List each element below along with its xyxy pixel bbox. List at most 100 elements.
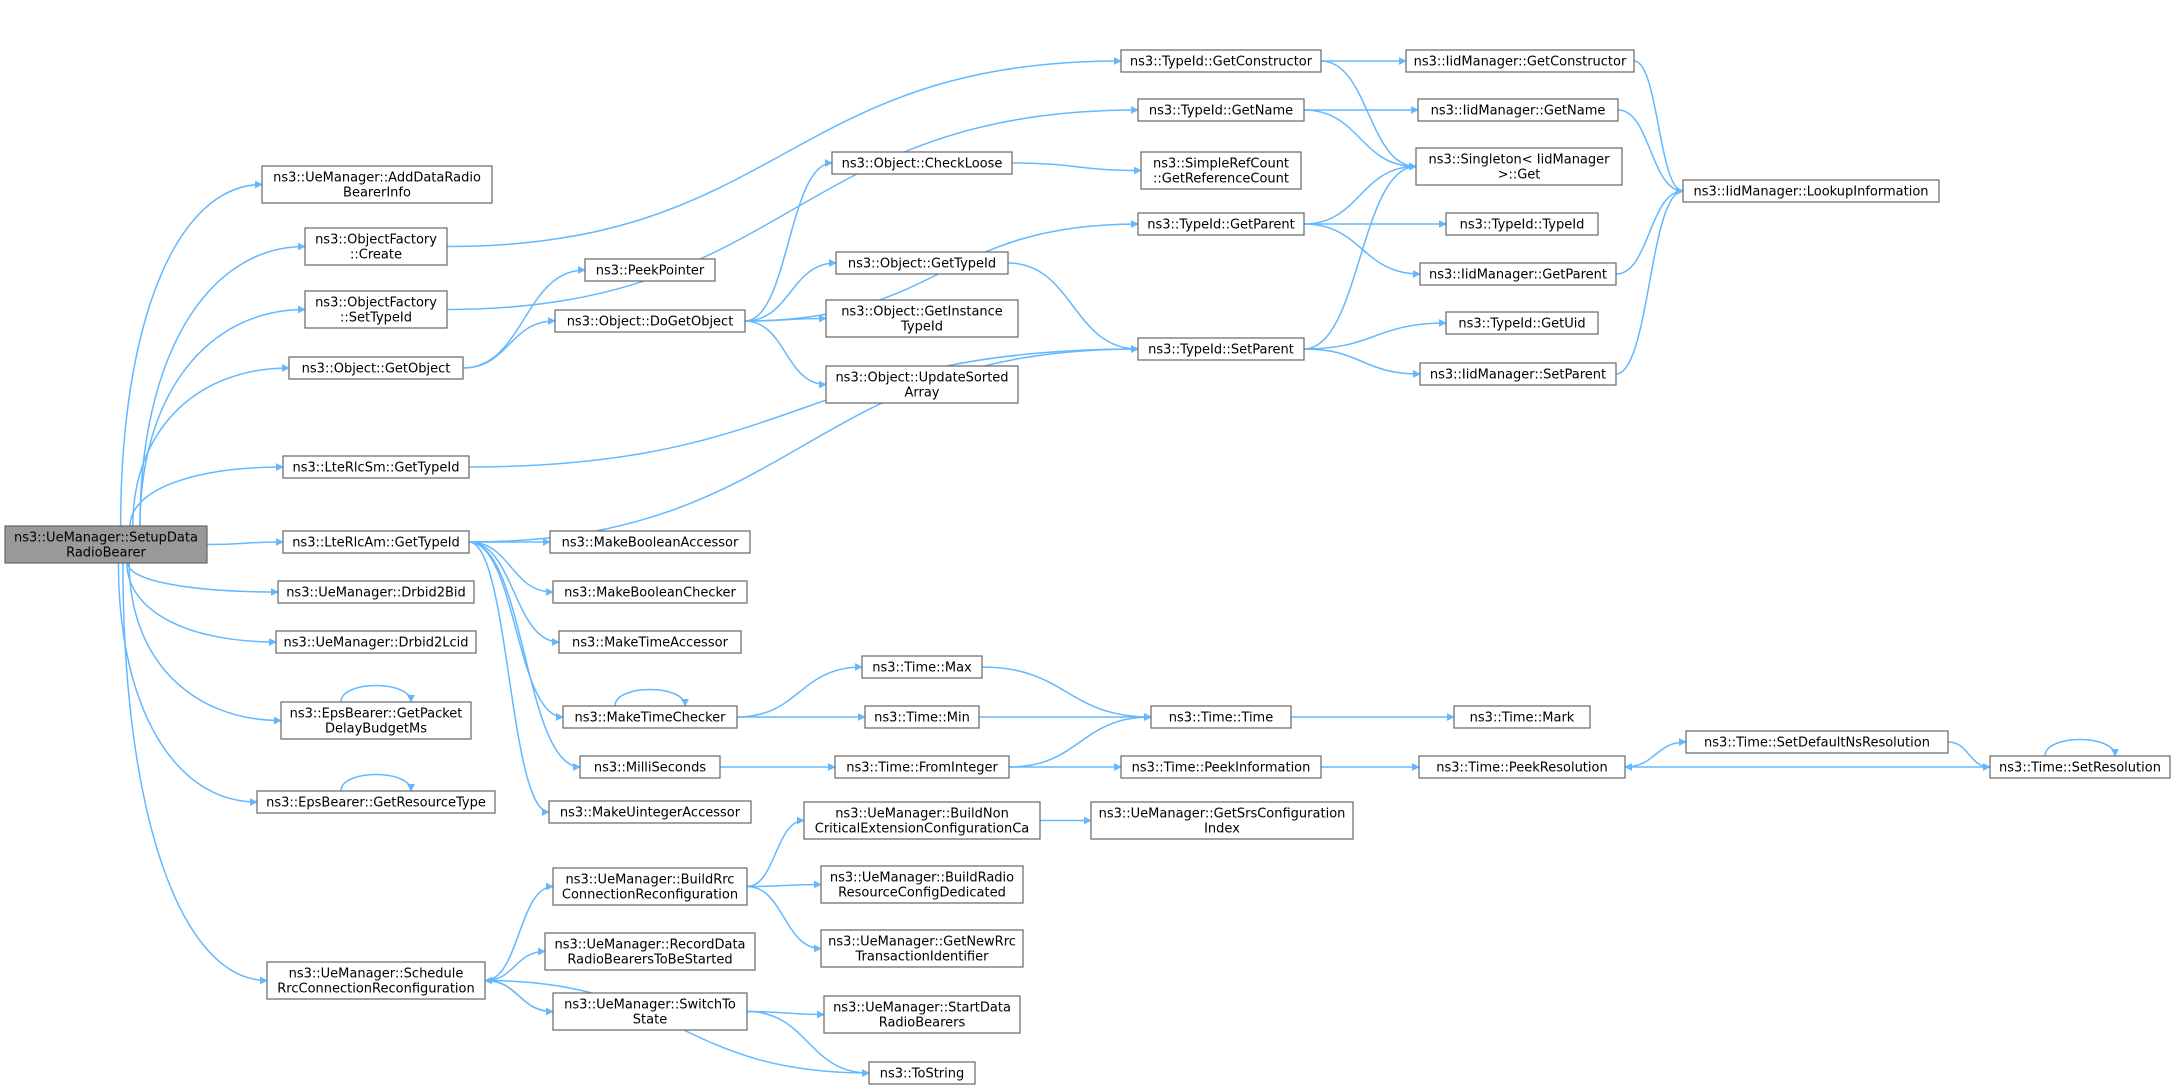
node-mkboolchk[interactable]: ns3::MakeBooleanChecker xyxy=(552,580,748,604)
node-box xyxy=(864,705,980,729)
node-tostring[interactable]: ns3::ToString xyxy=(868,1061,976,1085)
node-iidgetctor[interactable]: ns3::IidManager::GetConstructor xyxy=(1405,49,1635,73)
node-mktimechk[interactable]: ns3::MakeTimeChecker xyxy=(562,705,738,729)
node-timemark[interactable]: ns3::Time::Mark xyxy=(1453,705,1591,729)
node-box xyxy=(282,455,470,479)
node-getparent[interactable]: ns3::TypeId::GetParent xyxy=(1137,212,1305,236)
node-buildnoncrit[interactable]: ns3::UeManager::BuildNonCriticalExtensio… xyxy=(803,801,1041,840)
node-box xyxy=(579,755,721,779)
node-mkboolacc[interactable]: ns3::MakeBooleanAccessor xyxy=(549,530,751,554)
node-box xyxy=(1418,755,1626,779)
node-peekres[interactable]: ns3::Time::PeekResolution xyxy=(1418,755,1626,779)
node-setres[interactable]: ns3::Time::SetResolution xyxy=(1989,755,2171,779)
node-label: ns3::TypeId::SetParent xyxy=(1148,343,1294,358)
node-box xyxy=(1415,147,1623,186)
node-label: ns3::Object::UpdateSorted xyxy=(835,371,1008,386)
node-label: TypeId xyxy=(900,320,943,335)
node-label: ResourceConfigDedicated xyxy=(838,886,1006,901)
node-label: ns3::Time::Time xyxy=(1169,711,1273,726)
node-getname[interactable]: ns3::TypeId::GetName xyxy=(1137,98,1305,122)
node-lookupinfo[interactable]: ns3::IidManager::LookupInformation xyxy=(1682,179,1940,203)
node-buildrrc[interactable]: ns3::UeManager::BuildRrcConnectionReconf… xyxy=(552,867,748,906)
node-singleton[interactable]: ns3::Singleton< IidManager>::Get xyxy=(1415,147,1623,186)
node-label: BearerInfo xyxy=(343,186,411,201)
node-label: ns3::Object::CheckLoose xyxy=(842,157,1003,172)
edge-getparent-to-singleton xyxy=(1303,162,1417,225)
node-iidsetparent[interactable]: ns3::IidManager::SetParent xyxy=(1419,362,1617,386)
node-box xyxy=(4,525,208,564)
node-rlcam[interactable]: ns3::LteRlcAm::GetTypeId xyxy=(282,530,470,554)
node-box xyxy=(1445,212,1599,236)
edge-iidgetname-to-lookupinfo xyxy=(1617,109,1684,195)
node-timemax[interactable]: ns3::Time::Max xyxy=(861,655,983,679)
node-label: ns3::MakeUintegerAccessor xyxy=(560,806,741,821)
edge-getname-to-singleton xyxy=(1303,109,1417,171)
node-getuid[interactable]: ns3::TypeId::GetUid xyxy=(1445,311,1599,335)
node-label: ns3::Object::GetTypeId xyxy=(848,257,996,272)
node-label: ns3::UeManager::Schedule xyxy=(289,967,464,982)
edge-switchto-to-schedrrc xyxy=(484,976,554,1013)
node-label: ns3::LteRlcAm::GetTypeId xyxy=(292,536,460,551)
node-rlcsm[interactable]: ns3::LteRlcSm::GetTypeId xyxy=(282,455,470,479)
node-label: ns3::ObjectFactory xyxy=(315,233,437,248)
node-iidgetname[interactable]: ns3::IidManager::GetName xyxy=(1417,98,1619,122)
node-millisec[interactable]: ns3::MilliSeconds xyxy=(579,755,721,779)
node-box xyxy=(868,1061,976,1085)
node-label: RadioBearers xyxy=(879,1016,966,1031)
node-label: RadioBearersToBeStarted xyxy=(567,953,732,968)
edge-rlcam-to-mktimeacc xyxy=(468,541,560,646)
node-dogetobject[interactable]: ns3::Object::DoGetObject xyxy=(554,309,746,333)
node-box xyxy=(820,865,1024,904)
node-box xyxy=(803,801,1041,840)
node-label: ns3::ToString xyxy=(880,1067,965,1082)
node-box xyxy=(1405,49,1635,73)
node-label: Array xyxy=(904,386,939,401)
node-getctor[interactable]: ns3::TypeId::GetConstructor xyxy=(1120,49,1322,73)
node-simplerc[interactable]: ns3::SimpleRefCount::GetReferenceCount xyxy=(1140,151,1302,190)
node-iidgetparent[interactable]: ns3::IidManager::GetParent xyxy=(1419,262,1617,286)
node-box xyxy=(1137,337,1305,361)
node-setdefaultns[interactable]: ns3::Time::SetDefaultNsResolution xyxy=(1685,730,1949,754)
node-getobject[interactable]: ns3::Object::GetObject xyxy=(288,356,464,380)
node-ofsettypeid[interactable]: ns3::ObjectFactory::SetTypeId xyxy=(304,290,448,329)
edge-dogetobject-to-checkloose xyxy=(744,159,833,322)
node-fromint[interactable]: ns3::Time::FromInteger xyxy=(834,755,1010,779)
node-mkuintacc[interactable]: ns3::MakeUintegerAccessor xyxy=(548,800,752,824)
node-label: ns3::Time::SetResolution xyxy=(1999,761,2161,776)
node-mktimeacc[interactable]: ns3::MakeTimeAccessor xyxy=(558,630,742,654)
node-box xyxy=(1120,49,1322,73)
node-setparent[interactable]: ns3::TypeId::SetParent xyxy=(1137,337,1305,361)
edge-getctor-to-singleton xyxy=(1320,60,1417,171)
node-getrestype[interactable]: ns3::EpsBearer::GetResourceType xyxy=(256,790,496,814)
node-peekinfo[interactable]: ns3::Time::PeekInformation xyxy=(1120,755,1322,779)
node-typeidtypeid[interactable]: ns3::TypeId::TypeId xyxy=(1445,212,1599,236)
node-timetime[interactable]: ns3::Time::Time xyxy=(1150,705,1292,729)
node-timemin[interactable]: ns3::Time::Min xyxy=(864,705,980,729)
node-box xyxy=(1137,212,1305,236)
node-schedrrc[interactable]: ns3::UeManager::ScheduleRrcConnectionRec… xyxy=(266,961,486,1000)
node-drbid2bid[interactable]: ns3::UeManager::Drbid2Bid xyxy=(277,580,475,604)
edge-schedrrc-to-buildrrc xyxy=(484,882,554,982)
node-label: ns3::IidManager::GetName xyxy=(1431,104,1606,119)
node-ofcreate[interactable]: ns3::ObjectFactory::Create xyxy=(304,227,448,266)
node-buildradiores[interactable]: ns3::UeManager::BuildRadioResourceConfig… xyxy=(820,865,1024,904)
node-objgettypeid[interactable]: ns3::Object::GetTypeId xyxy=(835,251,1009,275)
nodes-layer: ns3::UeManager::SetupDataRadioBearerns3:… xyxy=(4,49,2171,1085)
node-checkloose[interactable]: ns3::Object::CheckLoose xyxy=(831,151,1013,175)
node-recorddrb[interactable]: ns3::UeManager::RecordDataRadioBearersTo… xyxy=(544,932,756,971)
node-label: ns3::UeManager::StartData xyxy=(833,1001,1011,1016)
node-label: RrcConnectionReconfiguration xyxy=(277,982,474,997)
node-drbid2lcid[interactable]: ns3::UeManager::Drbid2Lcid xyxy=(275,630,477,654)
node-label: ns3::Time::FromInteger xyxy=(846,761,998,776)
node-getnewrrc[interactable]: ns3::UeManager::GetNewRrcTransactionIden… xyxy=(820,929,1024,968)
node-peekptr[interactable]: ns3::PeekPointer xyxy=(584,258,716,282)
edge-setparent-to-iidsetparent xyxy=(1303,348,1421,378)
